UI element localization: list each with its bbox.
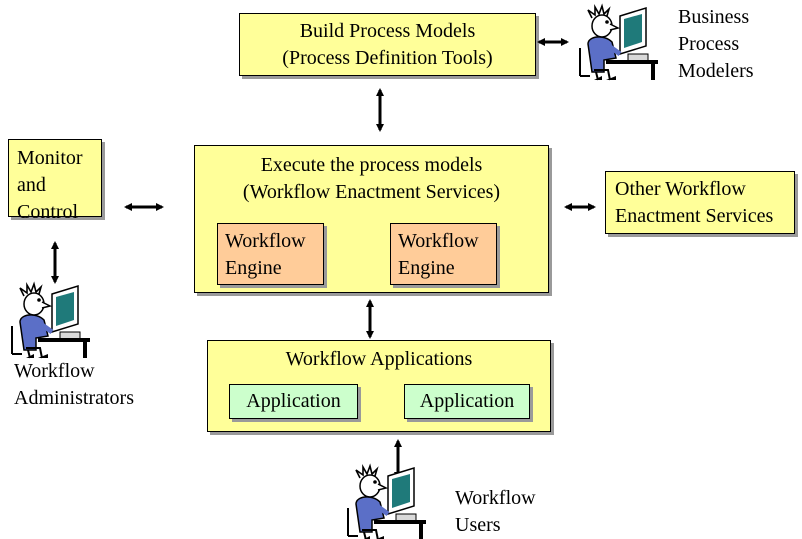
workflow-administrators-label: Workflow Administrators (14, 360, 134, 409)
business-modeler-person-icon (580, 6, 658, 80)
workflow-engine-box-1: Workflow Engine (217, 223, 324, 285)
workflow-engine-box-2: Workflow Engine (390, 223, 497, 285)
execute-box-title: Execute the process models (260, 154, 483, 176)
build-box-title: Build Process Models (299, 20, 476, 42)
other-enactment-services-box: Other Workflow Enactment Services (605, 171, 795, 234)
workflow-users-label: Workflow Users (455, 487, 536, 536)
user-person-icon (348, 466, 426, 539)
business-process-modelers-label: Business Process Modelers (678, 6, 754, 82)
application-box-1: Application (229, 384, 358, 419)
monitor-control-box: Monitor and Control (8, 139, 102, 223)
build-process-models-box: Build Process Models (Process Definition… (239, 13, 536, 76)
build-box-subtitle: (Process Definition Tools) (282, 47, 493, 69)
application-box-2: Application (404, 384, 530, 419)
workflow-applications-title: Workflow Applications (285, 348, 473, 370)
administrator-person-icon (12, 284, 90, 358)
execute-box-subtitle: (Workflow Enactment Services) (242, 181, 501, 203)
